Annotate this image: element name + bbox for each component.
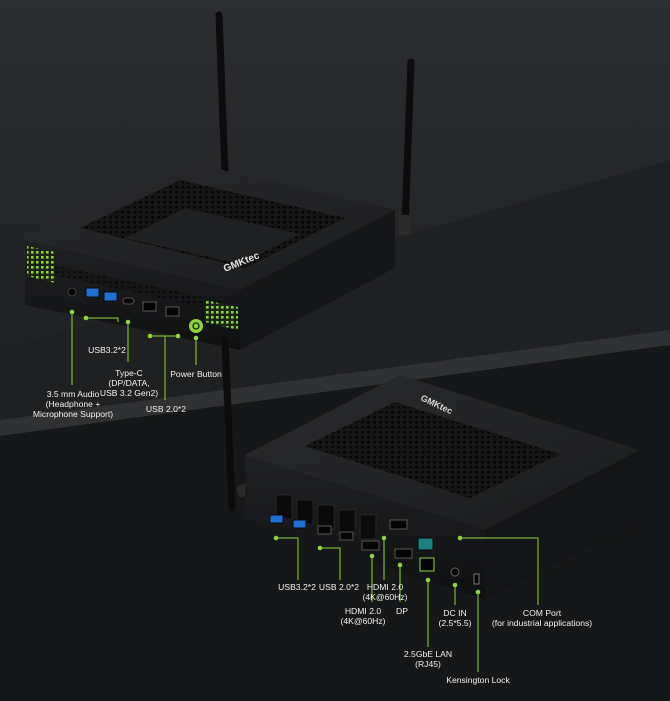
label-b-hdmi-left: HDMI 2.0 (4K@60Hz) (340, 606, 386, 626)
power-button (189, 319, 203, 333)
label-top-usb20: USB 2.0*2 (145, 404, 187, 414)
label-b-lan: 2.5GbE LAN (RJ45) (403, 649, 453, 669)
label-top-usb32: USB3.2*2 (88, 345, 126, 355)
label-top-typec: Type-C (DP/DATA, USB 3.2 Gen2) (99, 368, 159, 398)
b-lan-port (419, 557, 435, 572)
b-usb32-port-2 (292, 519, 307, 529)
b-hdmi-port-2 (389, 519, 408, 530)
label-top-audio: 3.5 mm Audio (Headphone + Microphone Sup… (32, 389, 114, 419)
b-usb20-port-1 (317, 525, 332, 535)
bottom-mini-pc: GMKtec (221, 336, 640, 672)
b-hdmi-port-1 (361, 540, 380, 551)
b-usb32-port-1 (269, 514, 284, 524)
label-b-usb32: USB3.2*2 (278, 582, 316, 592)
antenna-bottom-left (221, 336, 236, 512)
b-kensington-slot (473, 573, 480, 585)
b-com-port (417, 537, 434, 551)
shelf-edge (0, 330, 670, 436)
usb20-port-2 (165, 306, 180, 317)
label-b-kensington: Kensington Lock (446, 675, 510, 685)
usb32-port-2 (103, 291, 118, 302)
label-b-dcin: DC IN (2.5*5.5) (438, 608, 472, 628)
antenna-left (215, 11, 230, 204)
b-dp-port (394, 548, 413, 559)
label-b-com: COM Port (for industrial applications) (491, 608, 593, 628)
b-usb20-port-2 (339, 531, 354, 541)
label-top-power: Power Button (170, 369, 222, 379)
audio-jack (67, 287, 77, 297)
usb32-port-1 (85, 287, 100, 298)
top-mini-pc: GMKtec (25, 11, 415, 400)
usb20-port-1 (142, 301, 157, 312)
label-b-usb20: USB 2.0*2 (318, 582, 360, 592)
antenna-right (401, 58, 415, 229)
label-b-dp: DP (396, 606, 408, 616)
b-dcin-port (450, 567, 460, 577)
label-b-hdmi-right: HDMI 2.0 (4K@60Hz) (362, 582, 408, 602)
typec-port (122, 297, 135, 305)
